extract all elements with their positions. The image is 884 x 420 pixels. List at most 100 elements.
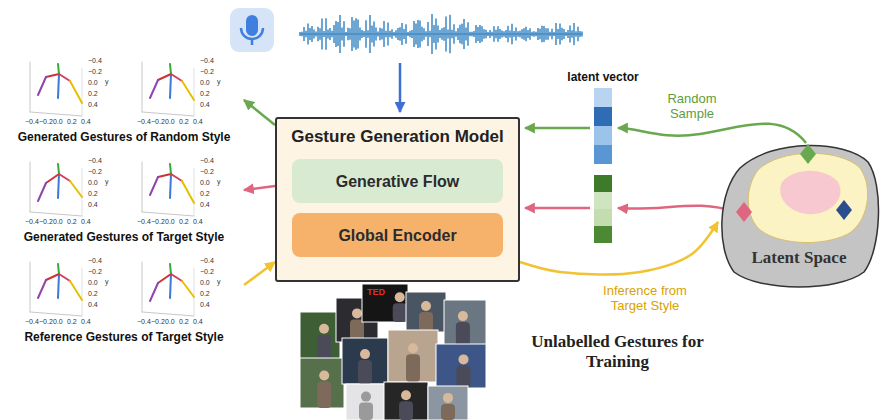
- node-title: Gesture Generation Model: [277, 119, 518, 147]
- skeleton-arm: [158, 174, 171, 177]
- plot-pane: [142, 312, 194, 316]
- photo: [300, 312, 340, 360]
- wave-bar: [501, 30, 502, 37]
- wave-bar: [463, 19, 464, 49]
- wave-bar: [507, 26, 508, 43]
- photo-frame: [406, 292, 446, 332]
- photo-frame: [384, 382, 428, 420]
- edge-label: Inference from Target Style: [590, 283, 700, 313]
- photo: [388, 330, 438, 382]
- person-body: [406, 354, 420, 382]
- skeleton-arm: [46, 274, 59, 280]
- plot-pane: [82, 168, 83, 216]
- axis-tick: 0.4: [193, 218, 203, 226]
- person-head: [395, 292, 405, 302]
- photo-logo: TED: [367, 287, 391, 297]
- wave-bar: [497, 26, 498, 41]
- wave-bar: [337, 22, 338, 46]
- wave-bar: [317, 27, 318, 41]
- inference-curve: [618, 206, 734, 212]
- wave-bar: [577, 27, 578, 41]
- person-head: [459, 354, 469, 364]
- wave-bar: [427, 22, 428, 46]
- wave-bar: [343, 21, 344, 47]
- photo: [362, 284, 408, 322]
- wave-bar: [341, 28, 342, 41]
- axis-tick: 0.4: [193, 318, 203, 326]
- wave-bar: [339, 15, 340, 53]
- wave-bar: [359, 27, 360, 40]
- axis-tick: −0.2: [151, 218, 165, 226]
- skeleton-spine: [58, 274, 59, 298]
- axis-tick: 0.4: [81, 218, 91, 226]
- person-head: [421, 301, 431, 311]
- wave-bar: [303, 27, 304, 41]
- axis-tick: −0.2: [88, 168, 102, 176]
- wave-bar: [451, 30, 452, 39]
- wave-bar: [539, 29, 540, 39]
- node-title: Latent Space: [718, 140, 880, 268]
- skeleton-arm: [182, 281, 194, 297]
- flow-arrow: [244, 100, 275, 125]
- wave-bar: [349, 28, 350, 39]
- person-head: [360, 349, 370, 359]
- person-body: [317, 335, 331, 360]
- person-body: [399, 401, 413, 420]
- skeleton-arm: [182, 81, 194, 100]
- person-head: [401, 390, 411, 400]
- figure-caption: Generated Gestures of Random Style: [4, 130, 244, 145]
- wave-bar: [407, 32, 408, 36]
- person-body: [441, 404, 455, 420]
- axis-name: y: [217, 78, 221, 86]
- wave-bar: [367, 30, 368, 38]
- skeleton-arm: [150, 80, 158, 98]
- skeleton-head: [58, 264, 59, 274]
- skeleton-head: [170, 264, 171, 274]
- inner-region: [780, 171, 840, 214]
- wave-bar: [327, 30, 328, 39]
- axis-tick: 0.0: [200, 279, 210, 287]
- gesture-figure: Generated Gestures of Random Style: [4, 54, 244, 147]
- flow-annotation: Random Sample: [662, 91, 722, 121]
- wave-bar: [379, 28, 380, 40]
- wave-bar: [579, 31, 580, 37]
- axis-tick: 0.4: [88, 101, 98, 109]
- person-body: [359, 403, 373, 420]
- skeleton-plot: [142, 162, 194, 216]
- axis-tick: 0.0: [200, 179, 210, 187]
- axis-tick: 0.2: [88, 190, 98, 198]
- photo-frame: [300, 358, 344, 408]
- skeleton-head: [58, 64, 59, 74]
- model-box: Gesture Generation ModelGenerative FlowG…: [275, 117, 520, 282]
- wave-bar: [429, 31, 430, 37]
- latent-space-blob: Latent Space: [718, 140, 880, 292]
- figure-caption: Generated Gestures of Target Style: [4, 230, 244, 245]
- axis-tick: −0.2: [200, 268, 214, 276]
- axis-tick: 0.2: [179, 318, 189, 326]
- wave-bar: [399, 27, 400, 41]
- middle-region: [748, 153, 867, 242]
- skeleton-spine: [170, 174, 171, 198]
- skeleton-plot: [142, 262, 194, 316]
- skeleton-plots: [30, 62, 194, 316]
- skeleton-plot: [30, 62, 82, 116]
- photo: [436, 344, 486, 388]
- axis-tick: 0.2: [200, 290, 210, 298]
- wave-bar: [573, 23, 574, 45]
- wave-bar: [301, 32, 302, 37]
- skeleton-head: [170, 164, 171, 174]
- axis-tick: 0.2: [67, 118, 77, 126]
- wave-bar: [325, 18, 326, 49]
- axis-tick: −0.4: [88, 57, 102, 65]
- person-head: [319, 371, 329, 381]
- wave-bar: [527, 30, 528, 38]
- wave-bar: [491, 32, 492, 36]
- axis-tick: 0.4: [193, 118, 203, 126]
- plot-pane: [142, 62, 143, 112]
- vector-arrow: [525, 207, 590, 210]
- person-head: [319, 324, 329, 334]
- vector-cell: [594, 107, 612, 126]
- wave-bar: [405, 24, 406, 44]
- skeleton-plot: [142, 62, 194, 116]
- wave-bar: [377, 32, 378, 37]
